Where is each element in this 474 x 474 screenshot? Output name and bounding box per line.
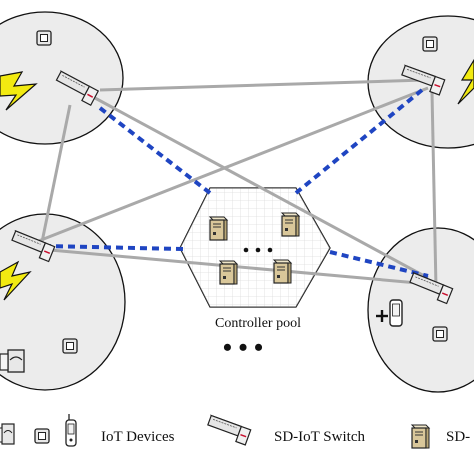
physical-links bbox=[35, 78, 441, 289]
legend-sd-iot-switch-label: SD-IoT Switch bbox=[274, 429, 365, 445]
legend-sd-controller-label: SD- bbox=[446, 429, 470, 445]
phone-icon bbox=[389, 299, 403, 327]
control-links bbox=[43, 88, 429, 278]
camera-icon bbox=[0, 423, 15, 445]
physical-link bbox=[430, 91, 438, 289]
physical-link bbox=[40, 104, 72, 243]
sd-controller-icon bbox=[209, 216, 228, 241]
lightning-icon bbox=[457, 58, 474, 105]
sd-controller-icon bbox=[411, 424, 430, 449]
iot-device-icon bbox=[422, 36, 438, 52]
iot-device-icon bbox=[432, 326, 448, 342]
iot-device-icon bbox=[36, 30, 52, 46]
camera-icon bbox=[0, 349, 25, 373]
iot-device-icon bbox=[34, 428, 50, 444]
legend-iot-devices-label: IoT Devices bbox=[101, 429, 175, 445]
sd-controller-icon bbox=[281, 212, 300, 237]
iot-domain-bottom-left bbox=[0, 213, 126, 391]
physical-link bbox=[94, 96, 429, 280]
legend: IoT Devices SD-IoT Switch SD- bbox=[0, 414, 470, 449]
more-domains-ellipsis: • • • bbox=[223, 333, 263, 362]
physical-link bbox=[35, 86, 429, 244]
pool-ellipsis bbox=[243, 247, 273, 253]
physical-link bbox=[49, 248, 441, 287]
iot-device-icon bbox=[62, 338, 78, 354]
controller-pool-label: Controller pool bbox=[215, 316, 301, 331]
sd-controller-icon bbox=[219, 260, 238, 285]
control-link bbox=[294, 88, 424, 195]
sd-controller-icon bbox=[273, 259, 292, 284]
sd-iot-switch-icon bbox=[205, 414, 252, 446]
physical-link bbox=[99, 78, 426, 92]
control-link bbox=[329, 250, 429, 278]
plus-sign-icon bbox=[376, 310, 388, 322]
lightning-icon bbox=[0, 71, 38, 111]
lightning-icon bbox=[0, 260, 32, 301]
phone-icon bbox=[65, 414, 77, 447]
